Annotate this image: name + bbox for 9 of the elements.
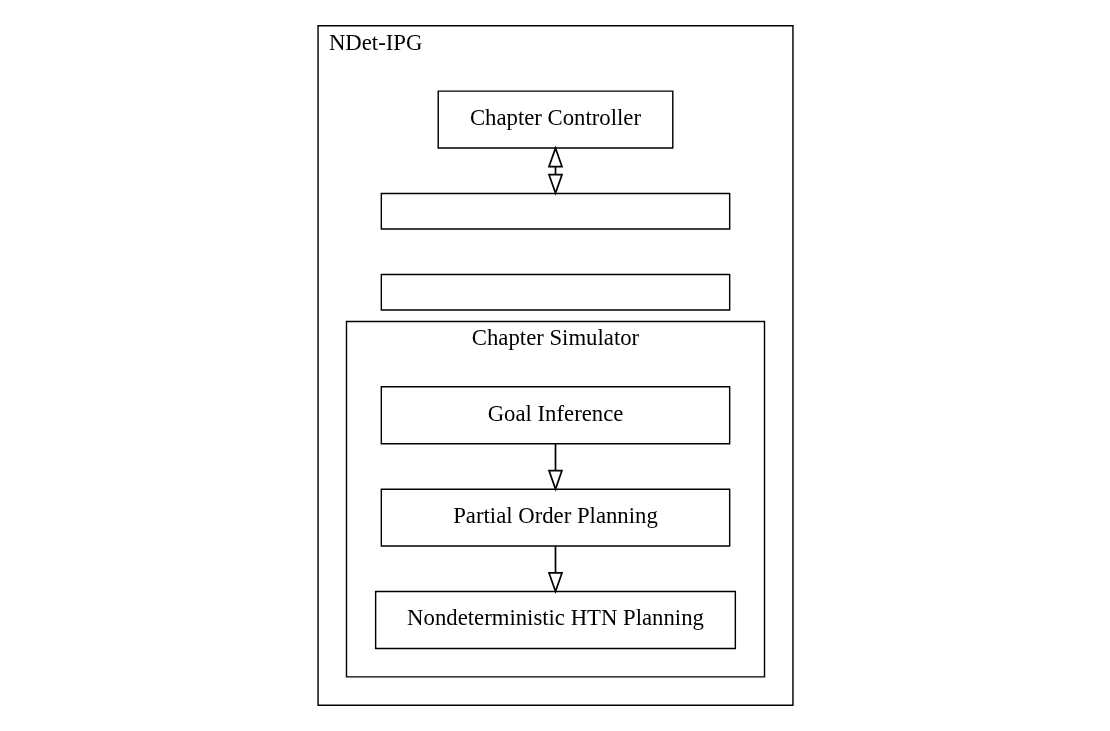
- node-box: [380, 192, 730, 230]
- arrow: [547, 545, 563, 594]
- node-box: Partial Order Planning: [380, 488, 730, 547]
- node-box: Nondeterministic HTN Planning: [374, 590, 736, 650]
- arrow: [547, 145, 563, 196]
- node-box: Goal Inference: [380, 386, 730, 445]
- node-box: [380, 273, 730, 311]
- node-box: Chapter Controller: [437, 90, 673, 149]
- arrow: [547, 443, 563, 492]
